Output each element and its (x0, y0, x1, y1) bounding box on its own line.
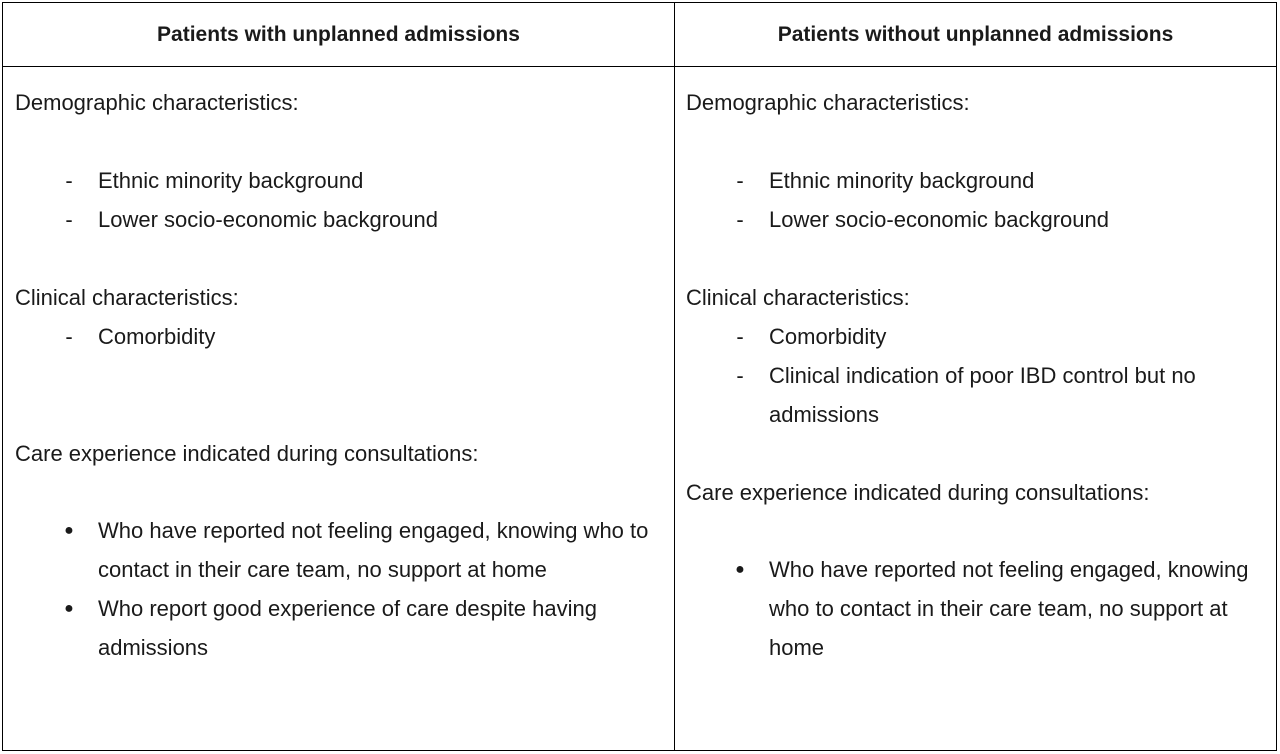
cell-without-admissions: Demographic characteristics: -Ethnic min… (675, 67, 1276, 750)
bullet-marker: ● (64, 522, 74, 539)
header-with-admissions: Patients with unplanned admissions (157, 23, 520, 46)
list-item: -Comorbidity (686, 317, 1266, 356)
list-item: -Lower socio-economic background (686, 200, 1266, 239)
dash-marker: - (736, 363, 744, 388)
list-item: -Ethnic minority background (15, 161, 660, 200)
list-item: -Clinical indication of poor IBD control… (686, 356, 1266, 434)
right-demographic-title: Demographic characteristics: (686, 90, 970, 115)
spacer (686, 512, 1266, 550)
bullet-marker: ● (735, 561, 745, 578)
list-item: -Comorbidity (15, 317, 660, 356)
spacer (15, 473, 660, 511)
list-item: -Lower socio-economic background (15, 200, 660, 239)
dash-marker: - (65, 207, 73, 232)
right-clinical-list: -Comorbidity -Clinical indication of poo… (686, 317, 1266, 434)
dash-marker: - (65, 324, 73, 349)
dash-marker: - (65, 168, 73, 193)
right-care-list: ●Who have reported not feeling engaged, … (686, 550, 1266, 667)
right-care-title: Care experience indicated during consult… (686, 480, 1150, 505)
header-without-admissions: Patients without unplanned admissions (777, 23, 1174, 46)
spacer (686, 239, 1266, 278)
spacer (15, 122, 660, 161)
spacer (686, 122, 1266, 161)
right-clinical-title: Clinical characteristics: (686, 285, 910, 310)
left-demographic-title: Demographic characteristics: (15, 90, 299, 115)
left-demographic-list: -Ethnic minority background -Lower socio… (15, 161, 660, 239)
spacer (15, 356, 660, 395)
list-item: ●Who have reported not feeling engaged, … (686, 550, 1266, 667)
left-clinical-title: Clinical characteristics: (15, 285, 239, 310)
list-item: -Ethnic minority background (686, 161, 1266, 200)
column-divider (674, 3, 675, 750)
list-item: ●Who report good experience of care desp… (15, 589, 660, 667)
dash-marker: - (736, 324, 744, 349)
spacer (686, 434, 1266, 473)
list-item: ●Who have reported not feeling engaged, … (15, 511, 660, 589)
right-demographic-list: -Ethnic minority background -Lower socio… (686, 161, 1266, 239)
cell-with-admissions: Demographic characteristics: -Ethnic min… (3, 67, 674, 750)
spacer (15, 239, 660, 278)
spacer (15, 395, 660, 434)
left-care-title: Care experience indicated during consult… (15, 441, 479, 466)
table-header-row: Patients with unplanned admissions Patie… (3, 3, 1276, 67)
dash-marker: - (736, 207, 744, 232)
left-clinical-list: -Comorbidity (15, 317, 660, 356)
left-care-list: ●Who have reported not feeling engaged, … (15, 511, 660, 667)
dash-marker: - (736, 168, 744, 193)
bullet-marker: ● (64, 600, 74, 617)
